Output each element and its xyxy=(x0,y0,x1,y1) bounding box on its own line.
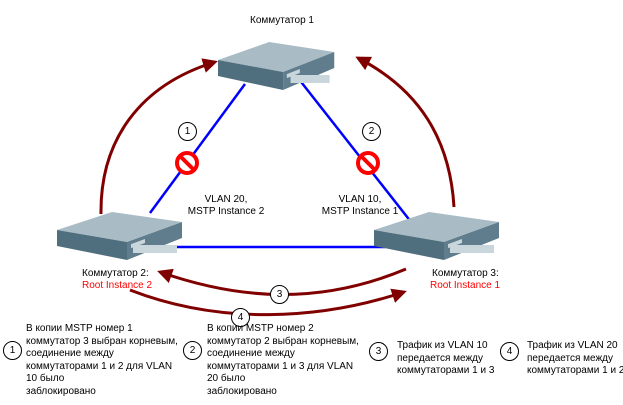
link-right-vlan: VLAN 10, xyxy=(338,194,382,205)
note-3-number: 3 xyxy=(369,342,388,361)
blocked-icon-left xyxy=(175,151,199,175)
switch-3 xyxy=(374,212,499,260)
link-right-label: VLAN 10, MSTP Instance 1 xyxy=(312,194,408,218)
traffic-arrow-s3-to-s1 xyxy=(355,56,456,208)
link-left-vlan: VLAN 20, xyxy=(204,194,248,205)
note-1-number: 1 xyxy=(3,341,22,360)
link-left-instance: MSTP Instance 2 xyxy=(187,206,265,217)
switch-1 xyxy=(218,42,335,90)
traffic-arrow-s2-to-s1 xyxy=(99,58,218,215)
switch-3-label: Коммутатор 3: xyxy=(432,268,499,279)
marker-3: 3 xyxy=(270,285,289,304)
switch-2-root-label: Root Instance 2 xyxy=(82,280,153,291)
switch-3-root-label: Root Instance 1 xyxy=(430,280,501,291)
link-left-label: VLAN 20, MSTP Instance 2 xyxy=(178,194,274,218)
traffic-arrow-s2-to-s3 xyxy=(129,288,407,317)
note-4-text: Трафик из VLAN 20 передается между комму… xyxy=(527,340,623,376)
note-2-number: 2 xyxy=(183,341,202,360)
note-3-text: Трафик из VLAN 10 передается между комму… xyxy=(397,340,495,376)
switch-1-label: Коммутатор 1 xyxy=(250,15,314,26)
marker-2: 2 xyxy=(362,122,381,141)
traffic-arrows xyxy=(99,56,456,317)
note-2-text: В копии MSTP номер 2 коммутатор 2 выбран… xyxy=(207,323,359,397)
switch-2-label: Коммутатор 2: xyxy=(82,268,149,279)
link-right-instance: MSTP Instance 1 xyxy=(321,206,399,217)
link-s1-s2 xyxy=(148,83,247,214)
note-1-text: В копии MSTP номер 1 коммутатор 3 выбран… xyxy=(26,323,178,397)
marker-4: 4 xyxy=(231,308,250,327)
note-4-number: 4 xyxy=(500,342,519,361)
link-s1-s3 xyxy=(297,77,416,228)
link-lines xyxy=(145,77,416,249)
blocked-icon-right xyxy=(356,151,380,175)
marker-1: 1 xyxy=(178,122,197,141)
switch-2 xyxy=(57,212,182,260)
